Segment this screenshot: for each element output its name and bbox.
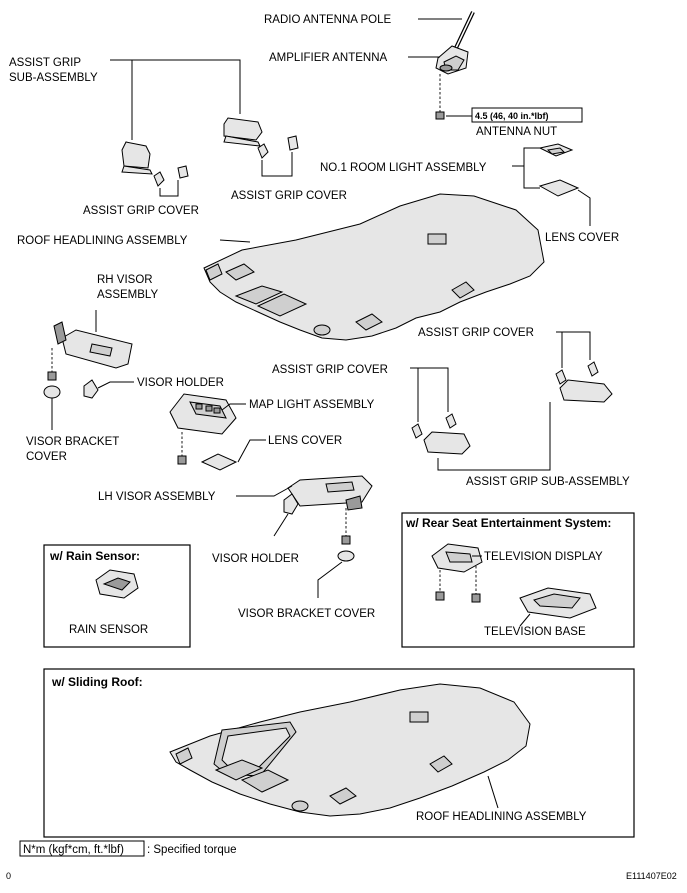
rse-box-title: w/ Rear Seat Entertainment System:: [405, 516, 611, 530]
footer-code: E111407E02: [626, 871, 677, 881]
amplifier-antenna: [435, 45, 469, 75]
sliding-roof-box-title: w/ Sliding Roof:: [51, 675, 143, 689]
label-torque-value: 4.5 (46, 40 in.*lbf): [475, 111, 549, 121]
assist-grip-center: [223, 117, 263, 147]
leader-grip-sub-right: [437, 402, 551, 471]
label-visor-bracket-2: COVER: [26, 451, 67, 463]
assist-grip-covers-right: [411, 361, 599, 439]
leader-map-light: [221, 403, 246, 411]
label-rh-visor-2: ASSEMBLY: [97, 289, 158, 301]
label-roof-headlining-sliding: ROOF HEADLINING ASSEMBLY: [416, 811, 587, 823]
leader-room-light: [512, 165, 540, 189]
lh-visor: [287, 475, 373, 511]
label-lens-cover-mid: LENS COVER: [268, 435, 342, 447]
leader-visor-holder-rh: [97, 381, 134, 389]
television-display: [431, 543, 483, 573]
leader-lh-visor: [236, 485, 293, 497]
rse-box: [401, 512, 635, 648]
leader-visor-holder-lh: [273, 513, 289, 537]
assist-grip-right: [559, 379, 613, 403]
label-assist-grip-sub-right: ASSIST GRIP SUB-ASSEMBLY: [466, 476, 630, 488]
rain-sensor: [95, 569, 139, 599]
label-assist-grip-cover-center: ASSIST GRIP COVER: [231, 190, 347, 202]
label-radio-antenna-pole: RADIO ANTENNA POLE: [264, 14, 392, 26]
label-assist-grip-sub-1: ASSIST GRIP: [9, 57, 81, 69]
label-assist-grip-cover-left: ASSIST GRIP COVER: [83, 205, 199, 217]
leader-visor-bracket-lh: [317, 561, 343, 598]
label-assist-grip-cover-right: ASSIST GRIP COVER: [418, 327, 534, 339]
lens-cover-mid: [200, 453, 238, 471]
label-assist-grip-sub-2: SUB-ASSEMBLY: [9, 72, 98, 84]
label-lens-cover-top: LENS COVER: [545, 232, 619, 244]
assist-grip-left: [121, 141, 153, 175]
leader-grip-cover-left: [159, 180, 179, 197]
rain-sensor-box-title: w/ Rain Sensor:: [49, 549, 140, 563]
legend-torque-box: [19, 840, 145, 857]
label-map-light: MAP LIGHT ASSEMBLY: [249, 399, 375, 411]
lh-visor-bracket-cover: [337, 550, 355, 562]
leader-grip-sub-center: [110, 59, 241, 114]
roof-headlining-main: [203, 193, 545, 341]
antenna-nut: [435, 111, 445, 120]
label-visor-bracket-lh: VISOR BRACKET COVER: [238, 608, 375, 620]
label-rh-visor-1: RH VISOR: [97, 274, 153, 286]
rh-visor-bracket-cover: [43, 385, 61, 399]
rh-visor-holder: [83, 379, 99, 399]
assist-grip-mid: [423, 431, 471, 455]
no1-room-light: [538, 143, 574, 157]
legend-text: : Specified torque: [147, 844, 237, 856]
roof-headlining-sliding: [169, 683, 531, 817]
television-base: [519, 587, 597, 619]
leader-tv-base: [519, 613, 531, 627]
label-television-display: TELEVISION DISPLAY: [484, 551, 603, 563]
leader-grip-cover-mid-1: [410, 367, 419, 422]
leader-roof-headlining: [219, 239, 251, 243]
map-light-screw: [177, 455, 187, 465]
leader-lens-cover-top: [577, 189, 591, 226]
leader-room-light-2: [523, 147, 540, 166]
label-visor-holder-lh: VISOR HOLDER: [212, 553, 299, 565]
leader-grip-cover-mid-2: [418, 367, 449, 412]
assist-grip-covers-top: [153, 135, 299, 187]
leader-grip-cover-right-1: [556, 331, 563, 368]
tv-screws: [435, 591, 481, 603]
label-no1-room-light: NO.1 ROOM LIGHT ASSEMBLY: [320, 162, 487, 174]
leader-lens-cover-mid: [237, 439, 266, 463]
label-visor-bracket-1: VISOR BRACKET: [26, 436, 119, 448]
label-assist-grip-cover-mid: ASSIST GRIP COVER: [272, 364, 388, 376]
leader-grip-cover-right-2: [562, 331, 591, 360]
leader-roof-sliding: [487, 775, 499, 809]
label-roof-headlining: ROOF HEADLINING ASSEMBLY: [17, 235, 188, 247]
lh-visor-screw: [341, 535, 351, 545]
label-rain-sensor: RAIN SENSOR: [69, 624, 148, 636]
label-television-base: TELEVISION BASE: [484, 626, 586, 638]
label-visor-holder-rh: VISOR HOLDER: [137, 377, 224, 389]
legend-unit: N*m (kgf*cm, ft.*lbf): [23, 844, 124, 856]
footer-page: 0: [6, 871, 11, 881]
torque-box: [471, 107, 583, 123]
leader-grip-cover-center: [261, 152, 293, 177]
map-light: [169, 393, 237, 435]
rh-visor: [53, 321, 133, 369]
label-lh-visor: LH VISOR ASSEMBLY: [98, 491, 216, 503]
lens-cover-top: [538, 179, 580, 197]
lh-visor-holder: [283, 493, 299, 515]
label-antenna-nut: ANTENNA NUT: [476, 126, 557, 138]
label-amplifier-antenna: AMPLIFIER ANTENNA: [269, 52, 388, 64]
radio-antenna-pole: [453, 11, 475, 51]
rh-visor-screw: [47, 371, 57, 381]
